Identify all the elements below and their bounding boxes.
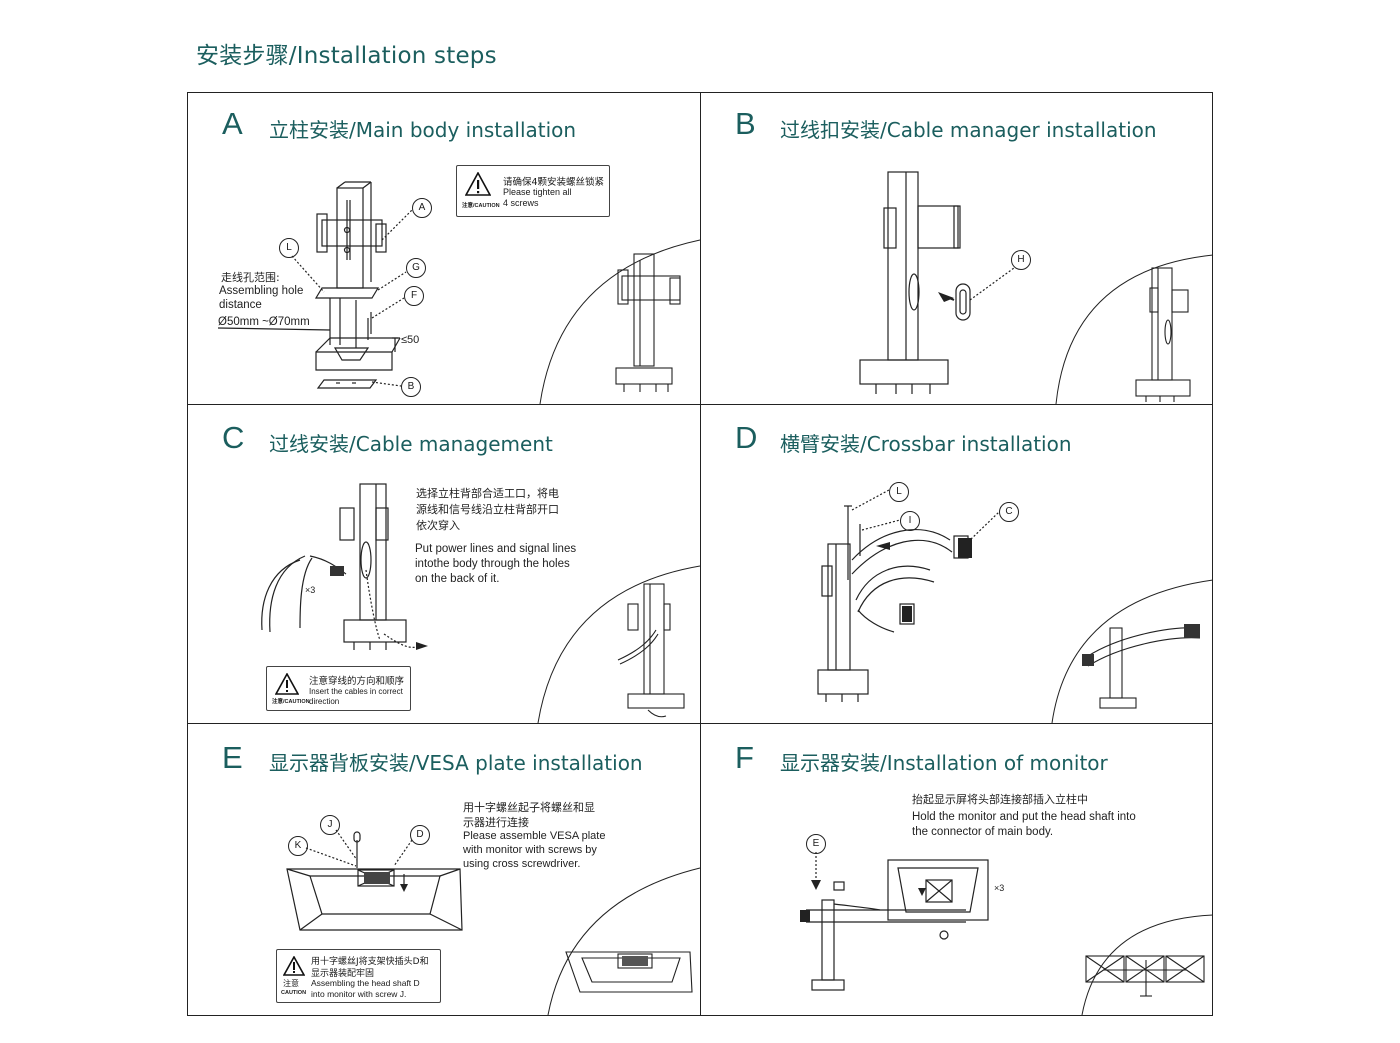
panel-d-letter: D bbox=[735, 420, 758, 455]
panel-b-title: 过线扣安装/Cable manager installation bbox=[780, 118, 1157, 142]
panel-a-title: 立柱安装/Main body installation bbox=[269, 118, 577, 142]
callout-l: L bbox=[279, 238, 299, 258]
page-title: 安装步骤/Installation steps bbox=[196, 43, 497, 69]
caution-text-en-1: Assembling the head shaft D bbox=[311, 978, 420, 988]
caution-label-en: CAUTION bbox=[281, 990, 307, 996]
hole-range-cn: 走线孔范围: bbox=[221, 271, 280, 284]
caution-text-en-2: 4 screws bbox=[503, 198, 539, 208]
grid-divider-row-2 bbox=[187, 723, 1213, 724]
caution-text-en-1: Please tighten all bbox=[503, 187, 572, 197]
panel-f-note-en-2: the connector of main body. bbox=[912, 826, 1054, 838]
panel-c-note-cn-1: 选择立柱背部合适工口，将电 bbox=[416, 487, 559, 500]
panel-d-title: 横臂安装/Crossbar installation bbox=[780, 432, 1072, 456]
panel-e-note-cn-1: 用十字螺丝起子将螺丝和显 bbox=[463, 801, 595, 814]
callout-k: K bbox=[288, 836, 308, 856]
panel-f-letter: F bbox=[735, 740, 754, 775]
callout-a: A bbox=[412, 198, 432, 218]
panel-e-title: 显示器背板安装/VESA plate installation bbox=[269, 751, 643, 775]
hole-range-en-2: distance bbox=[219, 299, 262, 311]
panel-c-caution-box: 注意/CAUTION 注意穿线的方向和顺序 Insert the cables … bbox=[266, 666, 411, 711]
monitor-quantity: ×3 bbox=[994, 883, 1005, 893]
panel-c-note-en-1: Put power lines and signal lines bbox=[415, 543, 577, 555]
panel-c-letter: C bbox=[222, 420, 245, 455]
caution-text-cn-2: 显示器装配牢固 bbox=[311, 969, 375, 979]
callout-h: H bbox=[1011, 250, 1031, 270]
callout-d: D bbox=[410, 825, 430, 845]
cable-quantity: ×3 bbox=[305, 585, 316, 595]
hole-range-en-1: Assembling hole bbox=[219, 285, 304, 297]
grid-divider-row-1 bbox=[187, 404, 1213, 405]
panel-c-note-en-3: on the back of it. bbox=[415, 573, 500, 585]
panel-e-note-cn-2: 示器进行连接 bbox=[463, 816, 529, 829]
callout-f: F bbox=[404, 286, 424, 306]
caution-label-cn: 注意 bbox=[283, 979, 299, 988]
panel-f-note-cn: 抬起显示屏将头部连接部插入立柱中 bbox=[912, 793, 1088, 806]
caution-text-en-2: direction bbox=[309, 697, 340, 706]
panel-e-note-en-3: using cross screwdriver. bbox=[463, 858, 581, 870]
warning-icon bbox=[283, 956, 305, 976]
callout-j: J bbox=[320, 815, 340, 835]
warning-icon bbox=[275, 673, 299, 695]
warning-icon bbox=[465, 172, 491, 196]
callout-l-d: L bbox=[889, 482, 909, 502]
callout-e: E bbox=[806, 834, 826, 854]
panel-e-note-en-2: with monitor with screws by bbox=[463, 844, 597, 856]
caution-text-en-2: into monitor with screw J. bbox=[311, 989, 407, 999]
desk-thickness-value: ≤50 bbox=[401, 334, 420, 346]
caution-label: 注意/CAUTION bbox=[272, 699, 310, 705]
callout-g: G bbox=[406, 258, 426, 278]
panel-f-note-en-1: Hold the monitor and put the head shaft … bbox=[912, 811, 1136, 823]
panel-a-caution-box: 注意/CAUTION 请确保4颗安装螺丝锁紧 Please tighten al… bbox=[456, 165, 610, 217]
panel-c-note-cn-3: 依次穿入 bbox=[416, 519, 460, 532]
callout-b: B bbox=[401, 377, 421, 397]
caution-text-cn: 注意穿线的方向和顺序 bbox=[309, 676, 405, 687]
panel-e-caution-box: 注意 CAUTION 用十字螺丝J将支架快插头D和 显示器装配牢固 Assemb… bbox=[276, 949, 441, 1003]
panel-b-letter: B bbox=[735, 106, 756, 141]
caution-text-en-1: Insert the cables in correct bbox=[309, 687, 403, 696]
panel-c-note-en-2: intothe body through the holes bbox=[415, 558, 570, 570]
callout-c: C bbox=[999, 502, 1019, 522]
panel-c-note-cn-2: 源线和信号线沿立柱背部开口 bbox=[416, 503, 559, 516]
hole-range-value: Ø50mm ~Ø70mm bbox=[218, 316, 310, 328]
caution-text-cn-1: 用十字螺丝J将支架快插头D和 bbox=[311, 957, 429, 967]
panel-e-letter: E bbox=[222, 740, 243, 775]
callout-i: I bbox=[900, 511, 920, 531]
caution-text-cn: 请确保4颗安装螺丝锁紧 bbox=[503, 177, 605, 188]
panel-a-letter: A bbox=[222, 106, 243, 141]
grid-divider-vertical bbox=[700, 92, 701, 1016]
caution-label: 注意/CAUTION bbox=[462, 203, 500, 209]
panel-c-title: 过线安装/Cable management bbox=[269, 432, 553, 456]
panel-e-note-en-1: Please assemble VESA plate bbox=[463, 830, 606, 842]
panel-f-title: 显示器安装/Installation of monitor bbox=[780, 751, 1108, 775]
